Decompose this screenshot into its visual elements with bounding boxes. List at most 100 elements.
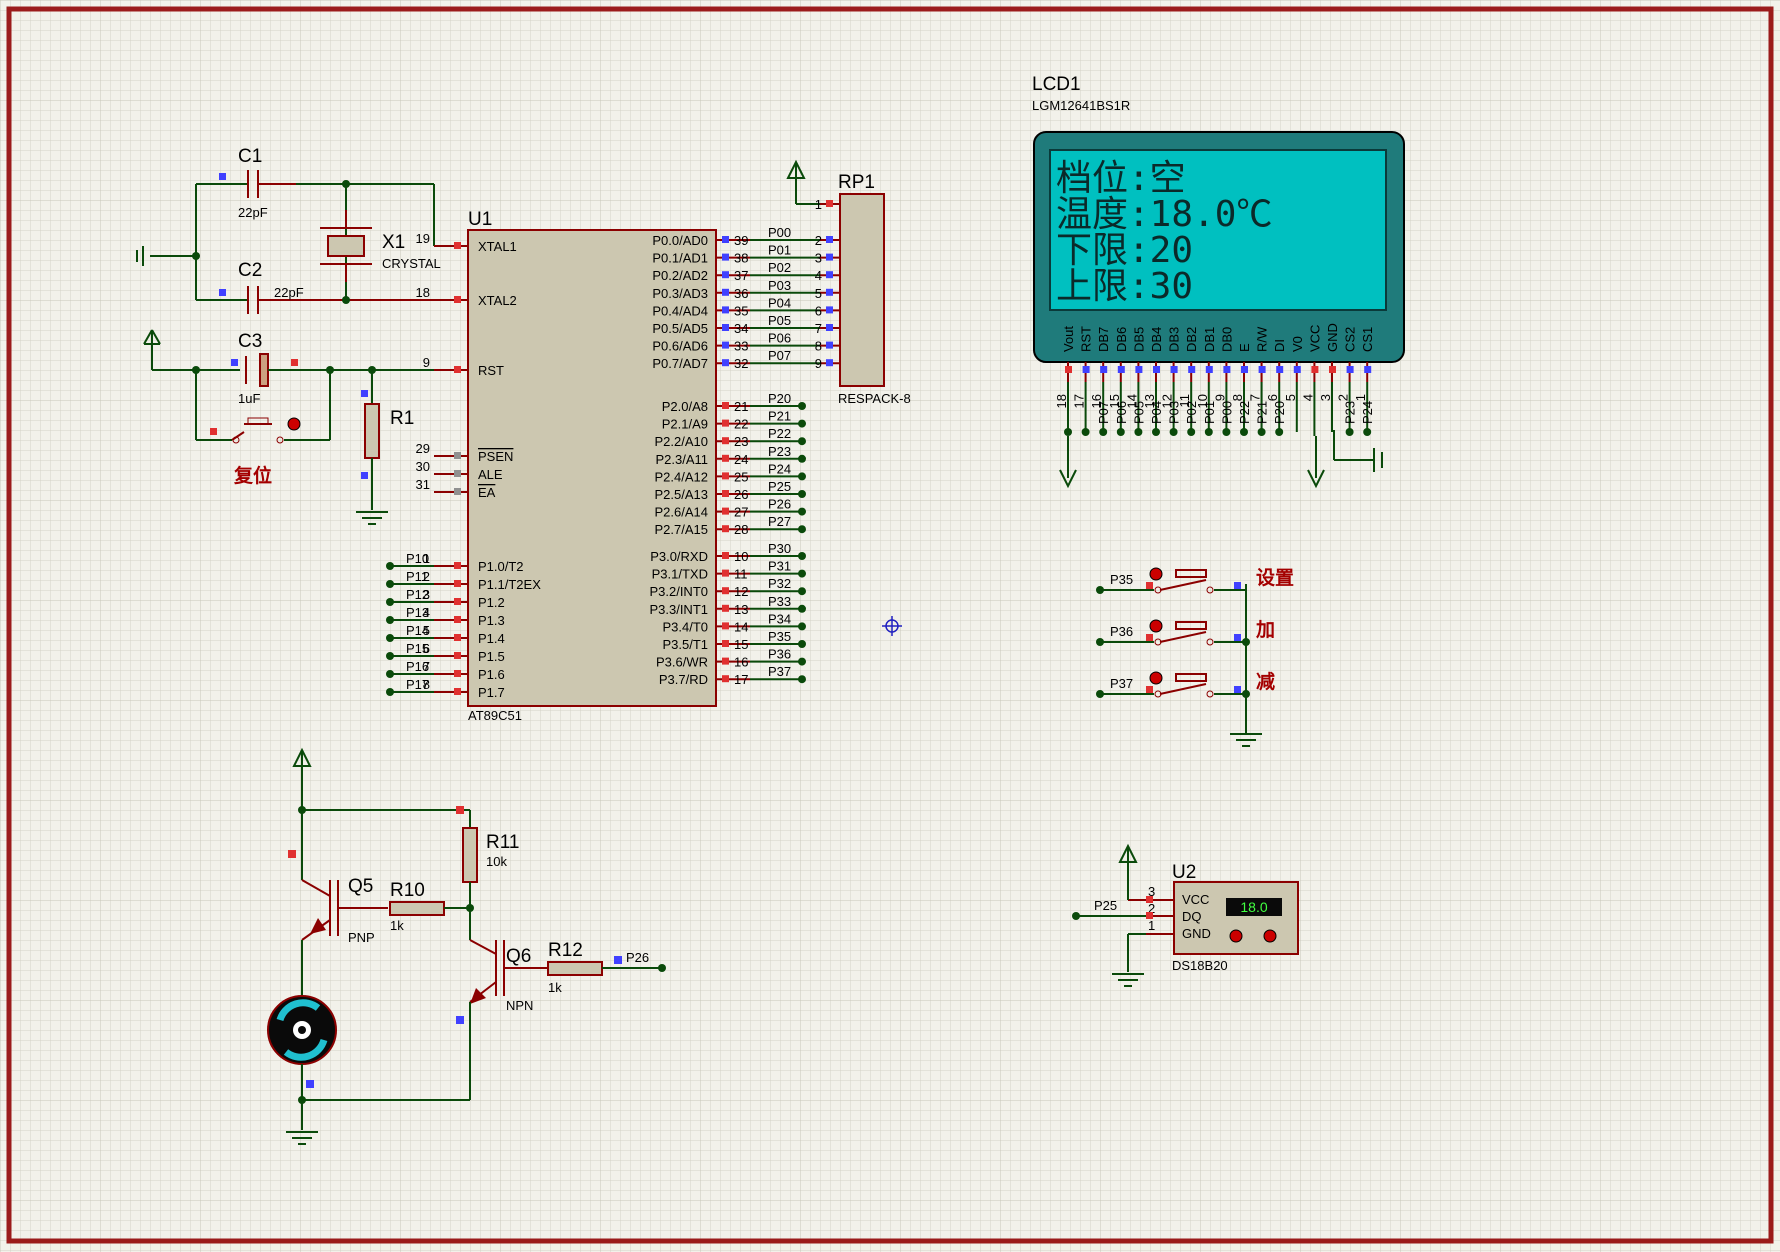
u1-pin-name: P2.4/A12: [655, 469, 709, 484]
u1-pin-number: 7: [423, 659, 430, 674]
lcd-net-label: P23: [1343, 401, 1358, 424]
u1-pin-name: P3.3/INT1: [649, 602, 708, 617]
u1-pin-name: P0.1/AD1: [652, 251, 708, 266]
lcd-pin-number: 13: [1142, 394, 1157, 408]
oscillator-reset-circuit: C1 22pF C2 22pF C3 1uF X1 CRYSTAL R1 复位: [136, 146, 468, 525]
crosshair-cursor-icon: [882, 616, 902, 636]
u1-pin-name: P0.5/AD5: [652, 321, 708, 336]
u1-pin-name: RST: [478, 363, 504, 378]
u1-pin-number: 26: [734, 487, 748, 502]
rp1-part: RESPACK-8: [838, 391, 911, 406]
lcd-pin-number: 2: [1336, 394, 1351, 401]
u2-pin-vcc-name: VCC: [1182, 892, 1209, 907]
u1-pin-number: 31: [416, 477, 430, 492]
u1-net-label: P21: [768, 409, 791, 424]
u1-pin-number: 11: [734, 567, 748, 582]
q6-ref: Q6: [506, 946, 531, 967]
lcd-pin-name: DB7: [1096, 327, 1111, 352]
u1-net-label: P22: [768, 426, 791, 441]
reset-label: 复位: [233, 464, 272, 487]
u1-pin-name: P3.4/T0: [662, 619, 708, 634]
lcd-net-label: P05: [1131, 401, 1146, 424]
u1-pin-number: 10: [734, 549, 748, 564]
u1-pin-name: P2.0/A8: [662, 399, 708, 414]
lcd-pin-number: 16: [1089, 394, 1104, 408]
lcd-net-label: P07: [1096, 401, 1111, 424]
lcd-pins: Vout18RST17DB716P07DB615P06DB514P05DB413…: [1054, 323, 1375, 436]
u1-pin-number: 19: [416, 231, 430, 246]
lcd-net-label: P01: [1202, 401, 1217, 424]
u1-pin-number: 32: [734, 356, 748, 371]
lcd-pin-name: R/W: [1255, 326, 1270, 352]
lcd-pin-name: DB0: [1219, 327, 1234, 352]
x1-ref: X1: [382, 232, 405, 253]
u1-pin-number: 4: [423, 605, 430, 620]
u1-pin-number: 16: [734, 655, 748, 670]
u1-net-label: P17: [406, 677, 429, 692]
r12-ref: R12: [548, 940, 583, 961]
u1-net-label: P04: [768, 295, 791, 310]
lcd-pin-number: 10: [1195, 394, 1210, 408]
c1-ref: C1: [238, 146, 262, 167]
lcd-pin-name: GND: [1325, 323, 1340, 352]
lcd-pin-name: CS2: [1343, 327, 1358, 352]
u1-pin-name: P2.1/A9: [662, 417, 708, 432]
u1-net-label: P13: [406, 605, 429, 620]
u2-readout-box: [1226, 898, 1282, 916]
u1-pin-name: P1.3: [478, 613, 505, 628]
u1-pin-name: P1.0/T2: [478, 559, 524, 574]
u1-net-label: P24: [768, 461, 791, 476]
u1-pin-name: XTAL2: [478, 293, 517, 308]
lcd1-display[interactable]: LCD1 LGM12641BS1R 档位:空 温度:18.0℃ 下限:20 上限…: [1032, 74, 1405, 489]
r11-ref: R11: [486, 832, 519, 853]
u2-ref: U2: [1172, 862, 1196, 883]
u1-microcontroller[interactable]: U1 AT89C51 19XTAL118XTAL29RST29PSEN30ALE…: [386, 209, 820, 723]
lcd-net-label: P03: [1167, 401, 1182, 424]
u1-net-label: P03: [768, 278, 791, 293]
r11-value: 10k: [486, 854, 507, 869]
u1-pin-number: 29: [416, 441, 430, 456]
u1-pin-name: P3.0/RXD: [650, 549, 708, 564]
u1-pin-name: P3.1/TXD: [652, 567, 708, 582]
u1-pin-name: P1.7: [478, 685, 505, 700]
u1-pin-name: P2.5/A13: [655, 487, 709, 502]
u1-pin-name: P0.6/AD6: [652, 339, 708, 354]
u1-right-pins: 39P0.0/AD0P0038P0.1/AD1P0137P0.2/AD2P023…: [649, 225, 820, 687]
u1-net-label: P07: [768, 348, 791, 363]
u1-pin-name: PSEN: [478, 449, 513, 464]
u1-ref: U1: [468, 209, 492, 230]
u2-temperature-sensor[interactable]: U2 DS18B20 18.0 VCC DQ GND 3 2 1 P25: [1072, 843, 1299, 987]
u1-pin-number: 5: [423, 623, 430, 638]
lcd-pin-name: E: [1237, 343, 1252, 352]
u2-pin-gnd-num: 1: [1148, 918, 1155, 933]
lcd-pin-number: 12: [1160, 394, 1175, 408]
u1-pin-number: 6: [423, 641, 430, 656]
u1-net-label: P02: [768, 260, 791, 275]
u2-part: DS18B20: [1172, 958, 1228, 973]
rp1-pin-number: 7: [815, 321, 822, 336]
u1-pin-name: P3.7/RD: [659, 672, 708, 687]
u1-net-label: P31: [768, 559, 791, 574]
u2-pin-gnd-name: GND: [1182, 926, 1211, 941]
lcd-pin-number: 3: [1318, 394, 1333, 401]
q5-type: PNP: [348, 930, 375, 945]
u1-net-label: P15: [406, 641, 429, 656]
u1-pin-name: P2.7/A15: [655, 522, 709, 537]
c1-value: 22pF: [238, 205, 268, 220]
lcd-net-label: P24: [1360, 401, 1375, 424]
u1-pin-name: P1.5: [478, 649, 505, 664]
lcd-screen: [1049, 149, 1387, 311]
u1-pin-number: 2: [423, 569, 430, 584]
rp1-pin-number: 1: [815, 197, 822, 212]
lcd-pin-number: 8: [1230, 394, 1245, 401]
c2-ref: C2: [238, 260, 262, 281]
lcd-net-label: P20: [1272, 401, 1287, 424]
lcd-pin-number: 7: [1248, 394, 1263, 401]
rp1-pin-number: 5: [815, 286, 822, 301]
lcd-ref: LCD1: [1032, 74, 1081, 95]
